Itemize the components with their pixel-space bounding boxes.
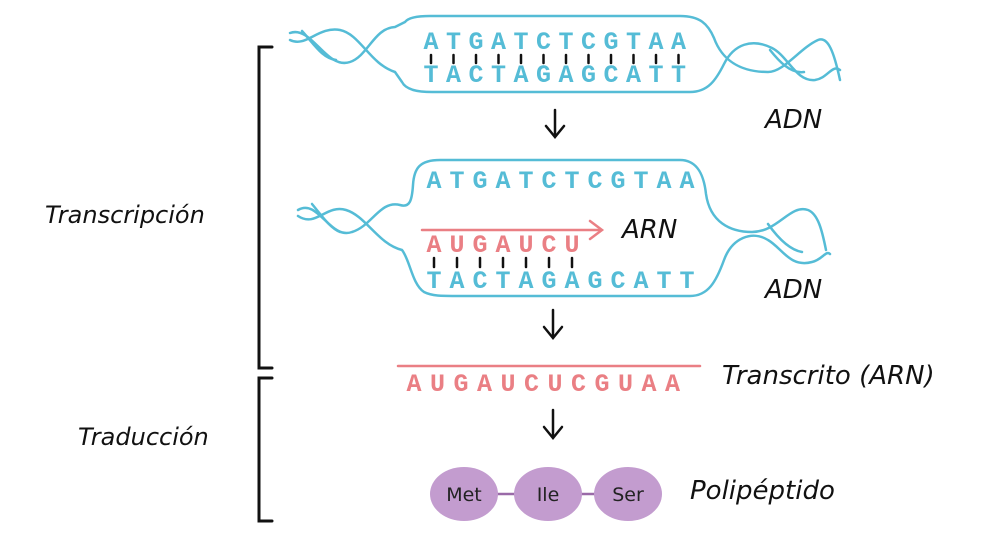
dna-base: A [446, 61, 461, 90]
rna-base: C [524, 370, 539, 399]
rna-base: A [641, 370, 656, 399]
dna-base: A [426, 167, 441, 196]
dna-base: C [610, 267, 625, 296]
rna-direction-arrow-icon [420, 219, 605, 241]
dna-label-bottom: ADN [763, 275, 822, 305]
dna-base: A [564, 267, 579, 296]
rna-base: G [472, 231, 487, 260]
dna-base: T [633, 167, 648, 196]
dna-base: T [626, 28, 641, 57]
dna-base: T [558, 28, 573, 57]
dna-base: A [495, 167, 510, 196]
rna-base: G [594, 370, 609, 399]
dna-base: C [581, 28, 596, 57]
rna-base: U [564, 231, 579, 260]
amino-acid-bead [430, 467, 498, 521]
dna-base: G [581, 61, 596, 90]
rna-base: A [477, 370, 492, 399]
dna-base: C [536, 28, 551, 57]
amino-acid-bead [594, 467, 662, 521]
dna-base: T [423, 61, 438, 90]
dna-base: G [541, 267, 556, 296]
dna-base: C [587, 167, 602, 196]
dna-base: A [423, 28, 438, 57]
dna-base: G [536, 61, 551, 90]
dna-base: T [513, 28, 528, 57]
rna-base: A [426, 231, 441, 260]
dna-base: A [626, 61, 641, 90]
dna-base: T [426, 267, 441, 296]
amino-acid-label: Ile [537, 484, 560, 506]
rna-base: U [618, 370, 633, 399]
dna-base: G [468, 28, 483, 57]
dna-base: C [468, 61, 483, 90]
amino-acid-label: Ser [612, 484, 644, 506]
dna-base: T [518, 167, 533, 196]
dna-base: C [472, 267, 487, 296]
dna-base: T [495, 267, 510, 296]
rna-base: A [406, 370, 421, 399]
dna-base: T [671, 61, 686, 90]
dna-base: A [648, 28, 663, 57]
rna-base: C [571, 370, 586, 399]
translation-bracket [257, 376, 274, 523]
dna-base: A [491, 28, 506, 57]
down-arrow-icon [542, 408, 564, 440]
dna-base: A [633, 267, 648, 296]
dna-base: T [449, 167, 464, 196]
rna-dna-base-pairs [432, 256, 574, 269]
dna-base: T [564, 167, 579, 196]
dna-base: A [558, 61, 573, 90]
dna-base: T [491, 61, 506, 90]
amino-acid-bead [514, 467, 582, 521]
dna-base: G [603, 28, 618, 57]
dna-base: T [446, 28, 461, 57]
dna-base: T [648, 61, 663, 90]
dna-base: C [603, 61, 618, 90]
rna-base: A [665, 370, 680, 399]
dna-base: A [513, 61, 528, 90]
translation-label: Traducción [78, 423, 209, 451]
rna-base: G [453, 370, 468, 399]
dna-base: G [610, 167, 625, 196]
rna-base: A [495, 231, 510, 260]
dna-double-helix-top [288, 14, 842, 94]
down-arrow-icon [544, 108, 566, 139]
amino-acid-label: Met [446, 484, 482, 506]
dna-base: C [541, 167, 556, 196]
dna-base: A [518, 267, 533, 296]
dna-base: T [679, 267, 694, 296]
rna-base: U [518, 231, 533, 260]
dna-base: G [472, 167, 487, 196]
dna-base: A [679, 167, 694, 196]
rna-base: C [541, 231, 556, 260]
rna-label: ARN [620, 215, 677, 245]
dna-base: A [671, 28, 686, 57]
transcription-bracket [257, 45, 274, 370]
dna1-base-pairs [429, 53, 680, 65]
polypeptide-chain: Met Ile Ser [430, 467, 662, 521]
rna-base: U [449, 231, 464, 260]
dna-base: T [656, 267, 671, 296]
down-arrow-icon [542, 308, 564, 340]
dna-label-top: ADN [763, 105, 822, 135]
polypeptide-label: Polipéptido [690, 476, 835, 506]
transcription-label: Transcripción [45, 201, 205, 229]
rna-base: U [430, 370, 445, 399]
transcript-label: Transcrito (ARN) [722, 361, 935, 391]
dna-base: A [449, 267, 464, 296]
dna-transcription-bubble [296, 158, 832, 298]
dna-base: A [656, 167, 671, 196]
rna-base: U [547, 370, 562, 399]
dna-base: G [587, 267, 602, 296]
rna-base: U [500, 370, 515, 399]
